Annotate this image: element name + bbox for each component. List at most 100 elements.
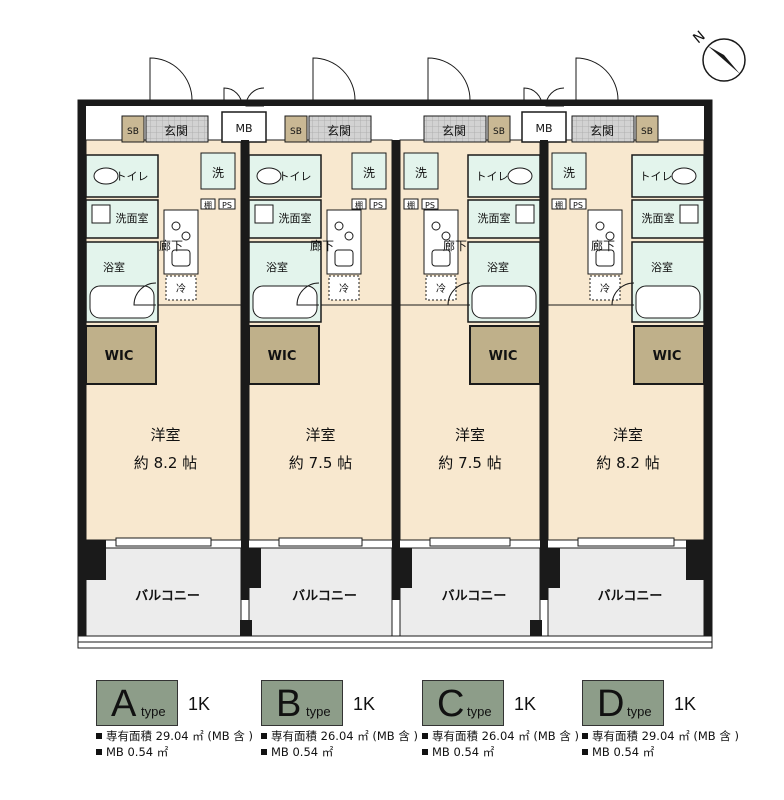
area-line: 専有面積 29.04 ㎡ (MB 含 ) [582,728,739,744]
toilet-icon [256,167,282,185]
layout-label: 1K [353,694,376,714]
washroom-label: 洗面室 [478,211,511,225]
western-room-size: 約 8.2 帖 [134,454,197,472]
stove-icon [344,231,354,241]
bullet-icon [261,749,267,755]
genkan-area [308,115,372,143]
type-badge: D type [582,680,664,726]
party-wall-bc [392,140,400,600]
bathtub-icon [635,285,701,319]
kitchen-sink-icon [595,249,615,267]
west-wall [78,100,86,648]
stove-icon [431,221,441,231]
toilet-icon [671,167,697,185]
door-swing-icon [149,57,193,101]
wic-label: WIC [268,349,297,364]
fridge-label: 冷 [600,282,610,295]
western-room-label: 洋室 [455,426,485,444]
bath-label: 浴室 [487,260,509,274]
fridge-label: 冷 [176,282,186,295]
shoe-box [284,115,308,143]
door-swing-icon [223,87,243,107]
door-swing-icon [296,282,320,306]
bullet-icon [422,749,428,755]
party-wall-cd [540,140,548,600]
sb-label: SB [493,127,505,137]
mb-label: MB [535,122,552,135]
sink-icon [91,204,111,224]
sb-label: SB [127,127,139,137]
door-swing-icon [133,282,157,306]
type-letter: A [111,683,137,725]
shelf-label: 棚 [555,200,563,210]
washroom-label: 洗面室 [116,211,149,225]
structural-column [86,540,106,580]
genkan-label: 玄関 [442,123,466,138]
balcony-label: バルコニー [442,589,507,604]
western-room-size: 約 7.5 帖 [438,454,501,472]
genkan-label: 玄関 [164,123,188,138]
shoe-box [635,115,659,143]
bath-label: 浴室 [103,260,125,274]
western-room-label: 洋室 [150,426,180,444]
sb-label: SB [641,127,653,137]
ps-box [569,198,587,210]
stove-icon [595,221,605,231]
wic-label: WIC [489,349,518,364]
layout-label: 1K [514,694,537,714]
sink-icon [679,204,699,224]
toilet-label: トイレ [476,170,509,183]
mb-line: MB 0.54 ㎡ [582,744,654,760]
kitchen-counter [423,209,459,275]
ps-label: PS [222,201,232,210]
ps-label: PS [425,201,435,210]
type-letter: B [276,683,302,725]
fridge-space [328,275,360,301]
bathtub-icon [89,285,155,319]
western-room-label: 洋室 [305,426,335,444]
genkan-area [145,115,209,143]
washer-label: 洗 [212,166,224,180]
washer-label: 洗 [363,166,375,180]
shelf-label: 棚 [355,200,363,210]
shoe-box [121,115,145,143]
balcony-label: バルコニー [135,589,200,604]
shoe-box [487,115,511,143]
corridor-label: 廊下 [159,238,183,253]
ps-box [421,198,439,210]
ps-box [218,198,236,210]
north-wall [78,100,712,106]
window-sash [115,537,212,547]
shelf-box [551,198,567,210]
door-swing-icon [312,57,356,101]
toilet-label: トイレ [640,170,673,183]
layout-label: 1K [188,694,211,714]
bathtub-icon [471,285,537,319]
type-letter: C [437,683,465,725]
north-arrow-icon [708,46,740,74]
western-room-size: 約 8.2 帖 [596,454,659,472]
bathtub-icon [252,285,318,319]
stove-icon [441,231,451,241]
kitchen-sink-icon [171,249,191,267]
party-wall-ab [241,140,249,600]
type-badge: B type [261,680,343,726]
fridge-space [165,275,197,301]
type-badge: C type [422,680,504,726]
fridge-space [425,275,457,301]
washer-space [551,152,587,190]
window-sash [429,537,511,547]
toilet-icon [93,167,119,185]
door-swing-icon [245,87,265,107]
door-swing-icon [523,87,543,107]
washer-space [403,152,439,190]
shelf-box [351,198,367,210]
type-word: type [627,704,652,719]
western-room-label: 洋室 [613,426,643,444]
door-swing-icon [611,282,635,306]
mb-line: MB 0.54 ㎡ [261,744,333,760]
window-sash [577,537,675,547]
washer-space [351,152,387,190]
